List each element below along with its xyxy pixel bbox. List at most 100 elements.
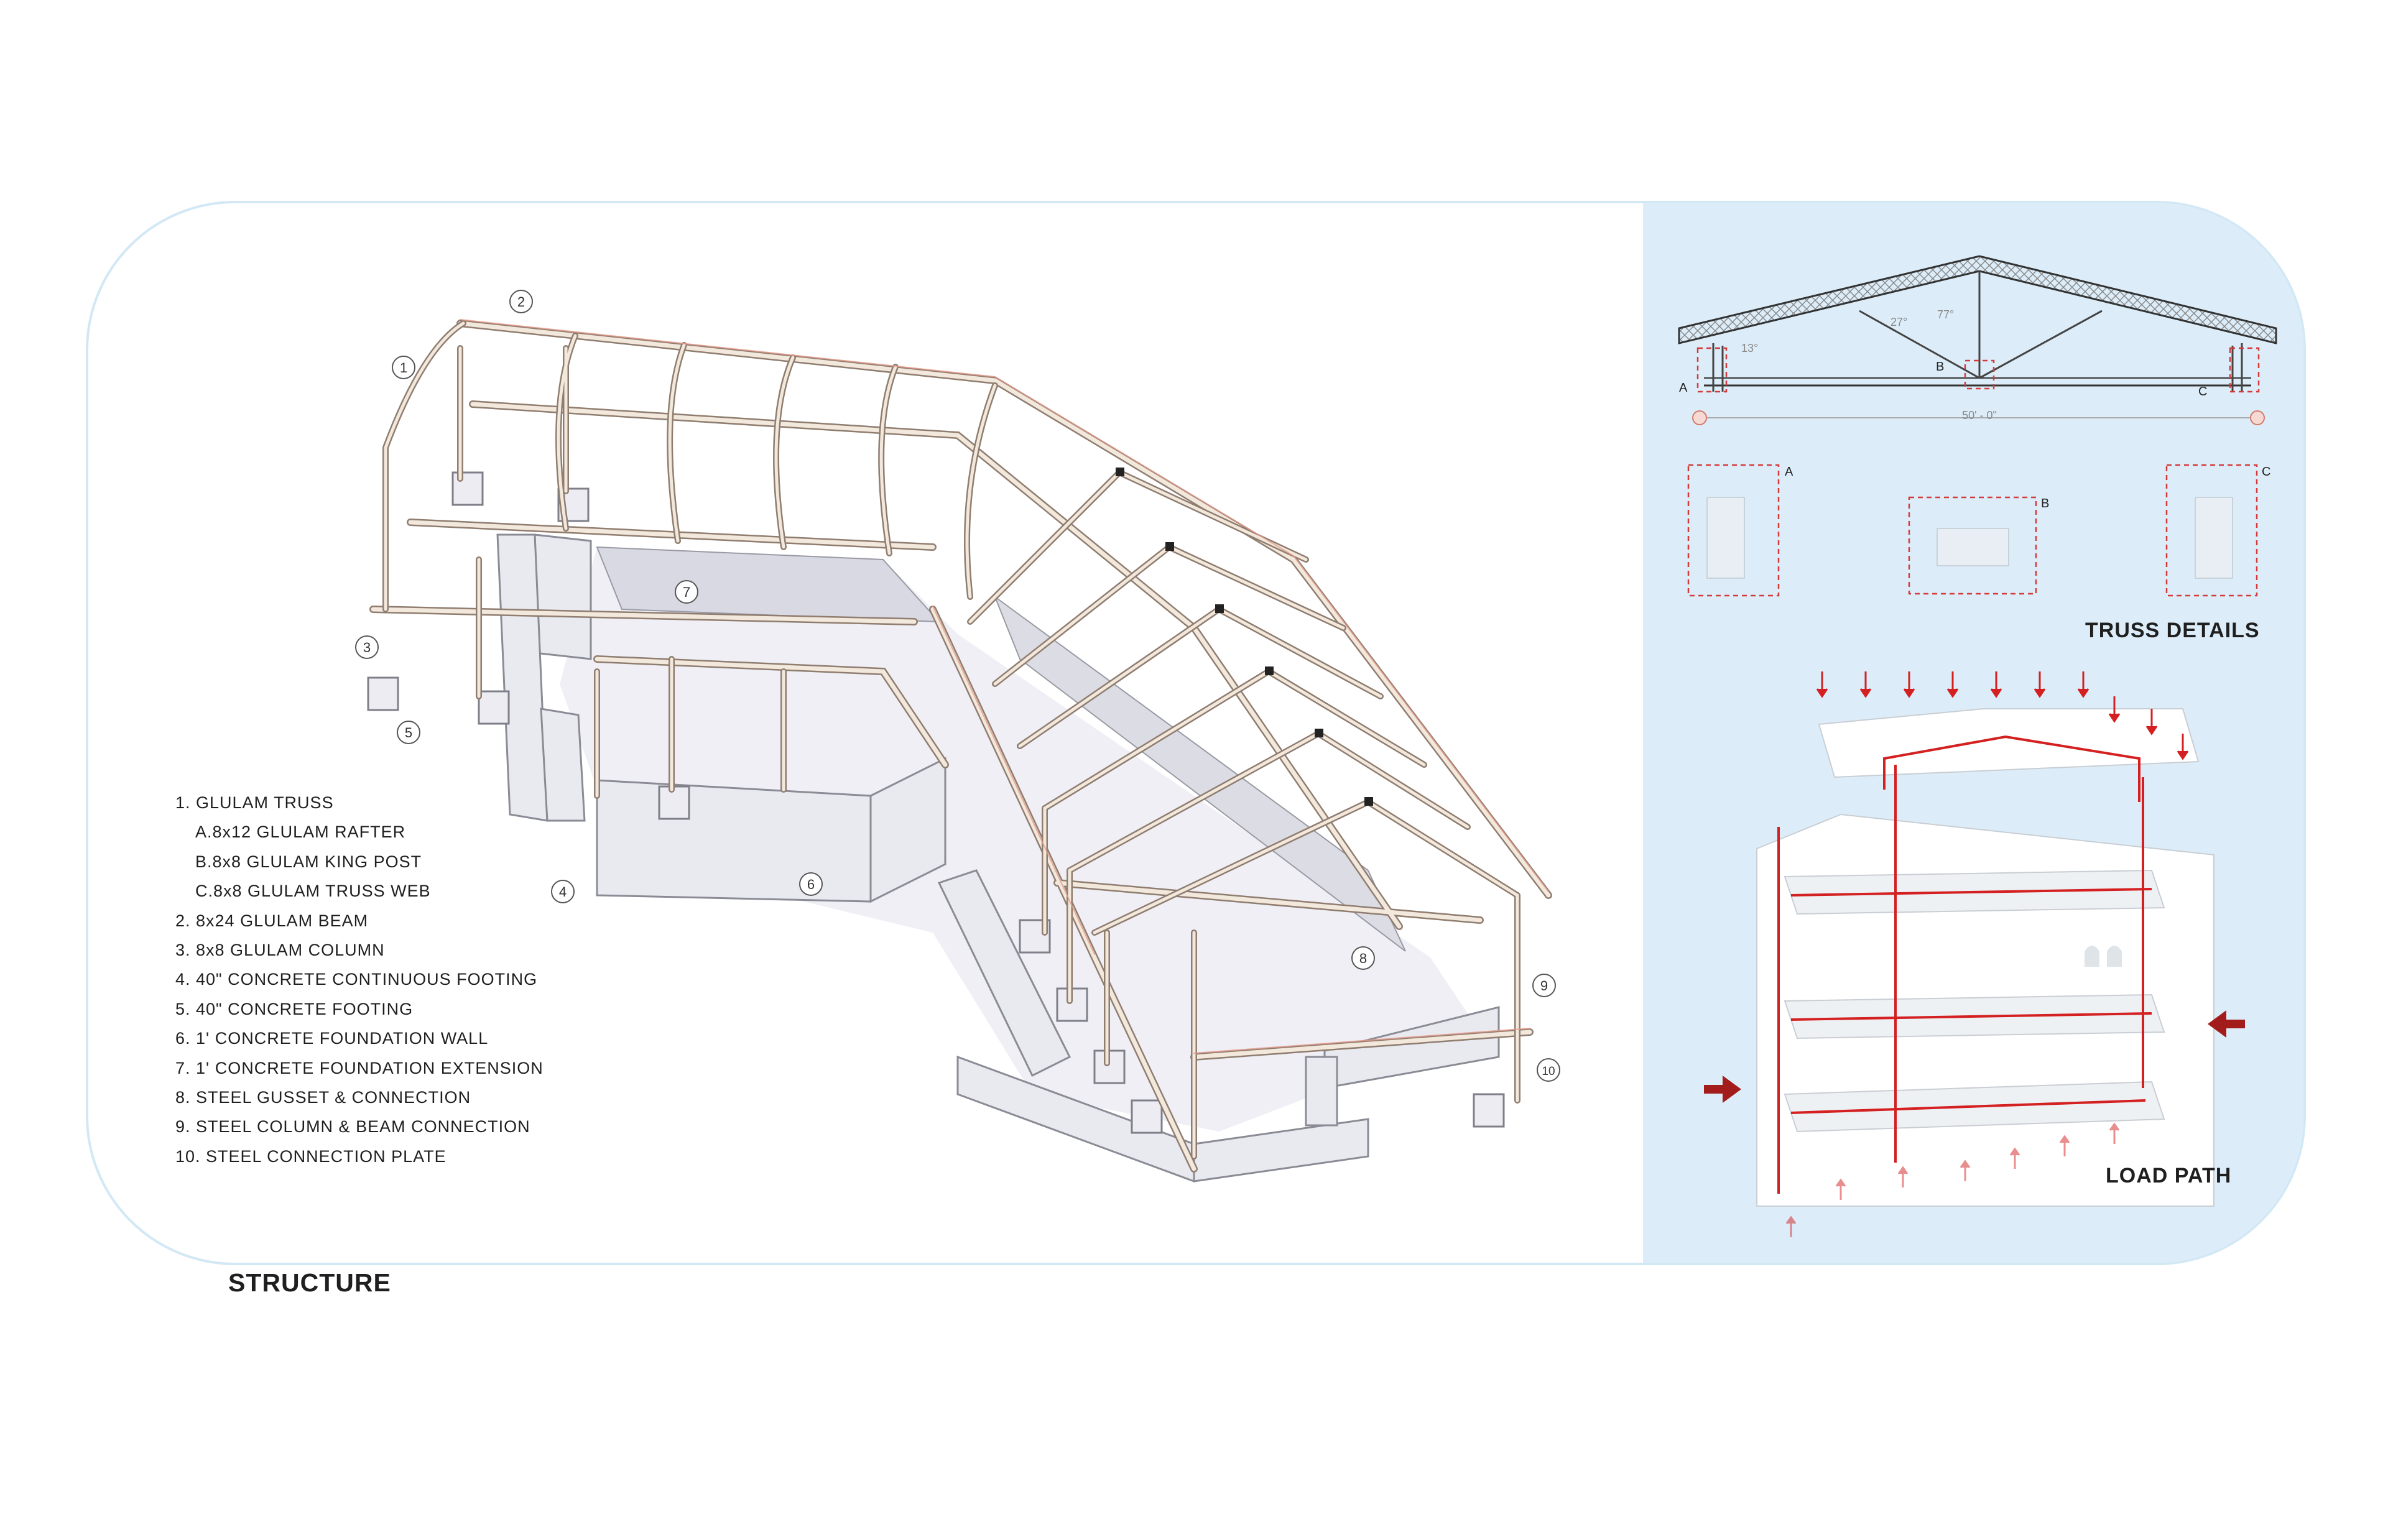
callout-label: 10 — [1542, 1065, 1555, 1078]
callout-label: 5 — [405, 725, 412, 740]
steel-gusset — [1265, 666, 1274, 675]
detail-a-frame — [1687, 464, 1780, 597]
foundation-wall — [596, 779, 872, 903]
callout-label: 6 — [807, 877, 815, 892]
load-path-diagram — [1704, 671, 2245, 1237]
detail-label: C — [2262, 465, 2270, 479]
glulam-truss — [967, 468, 1309, 625]
callout-3 — [355, 635, 379, 659]
legend-item: 3. 8x8 GLULAM COLUMN — [175, 940, 385, 959]
callout-label: 3 — [363, 640, 371, 655]
legend-item: 4. 40" CONCRETE CONTINUOUS FOOTING — [175, 970, 538, 989]
callout-7 — [675, 580, 698, 604]
angle-label: 77° — [1937, 308, 1954, 321]
steel-gusset — [1116, 468, 1124, 476]
detail-label: A — [1785, 465, 1793, 479]
callout-10 — [1537, 1058, 1560, 1082]
load-line — [1883, 735, 2140, 802]
detail-marker-c — [2229, 347, 2260, 393]
detail-label: B — [2041, 497, 2049, 510]
reaction-arrow — [1897, 1166, 1909, 1187]
detail-a-fitting — [1706, 497, 1745, 579]
slab-shadow — [560, 547, 1480, 1132]
detail-b-frame — [1908, 496, 2037, 595]
legend-item: 2. 8x24 GLULAM BEAM — [175, 911, 369, 930]
callout-8 — [1351, 946, 1375, 970]
reaction-arrow — [2009, 1147, 2020, 1169]
callout-label: 7 — [683, 584, 690, 600]
steel-gusset — [1364, 797, 1373, 806]
callout-9 — [1532, 974, 1556, 997]
truss-point-label: C — [2198, 385, 2207, 399]
callout-1 — [392, 356, 415, 379]
foundation-floor — [993, 595, 1406, 952]
load-line — [1790, 1012, 2152, 1021]
section-title: STRUCTURE — [228, 1268, 391, 1297]
detail-marker-a — [1696, 347, 1728, 393]
callout-label: 4 — [559, 884, 567, 900]
structure-legend: 1. GLULAM TRUSS A.8x12 GLULAM RAFTER B.8… — [175, 788, 544, 1171]
footing — [367, 676, 399, 711]
foundation-wall — [937, 869, 1071, 1077]
callouts — [355, 290, 1560, 1082]
arched-window — [2085, 946, 2099, 967]
detail-marker-b — [1964, 359, 1995, 390]
steel-gusset — [1165, 542, 1174, 551]
callout-label: 2 — [517, 294, 525, 310]
legend-item: C.8x8 GLULAM TRUSS WEB — [195, 882, 431, 901]
legend-item: A.8x12 GLULAM RAFTER — [195, 823, 406, 842]
load-arrow — [1903, 671, 1915, 698]
grid-bubble — [2250, 410, 2265, 425]
callout-5 — [397, 721, 420, 744]
roof-section — [1818, 708, 2200, 778]
footing — [1131, 1099, 1163, 1134]
load-arrow — [2108, 696, 2121, 723]
footing — [478, 690, 510, 725]
load-line — [1790, 888, 2152, 897]
load-arrow — [2145, 709, 2158, 735]
foundation-wall — [540, 708, 586, 822]
callout-4 — [551, 880, 575, 903]
footing — [1093, 1049, 1126, 1084]
load-arrow — [1990, 671, 2002, 698]
reaction-arrow — [1785, 1215, 1797, 1237]
foundation-wall — [534, 533, 592, 660]
legend-item: 5. 40" CONCRETE FOOTING — [175, 999, 414, 1018]
legend-item: B.8x8 GLULAM KING POST — [195, 852, 422, 871]
detail-b-fitting — [1937, 528, 2009, 566]
truss-top-chord — [1678, 255, 2277, 344]
foundation-wall — [869, 757, 946, 903]
foundation-floor — [596, 546, 941, 623]
truss-details-heading: TRUSS DETAILS — [2085, 619, 2260, 642]
callout-6 — [799, 872, 823, 896]
load-arrow — [2177, 734, 2189, 760]
foundation-walls — [496, 533, 1500, 1183]
legend-item: 7. 1' CONCRETE FOUNDATION EXTENSION — [175, 1058, 544, 1077]
callout-label: 1 — [400, 360, 407, 376]
angle-label: 27° — [1890, 316, 1907, 328]
load-arrow — [2077, 671, 2090, 698]
reaction-arrow — [1960, 1160, 1971, 1181]
footing — [1473, 1093, 1505, 1128]
legend-item: 9. STEEL COLUMN & BEAM CONNECTION — [175, 1117, 530, 1137]
detail-c-frame — [2165, 464, 2258, 597]
truss-point-label: A — [1679, 381, 1688, 395]
grid-bubble — [1692, 410, 1707, 425]
load-path-heading: LOAD PATH — [2106, 1164, 2232, 1187]
legend-item: 1. GLULAM TRUSS — [175, 793, 334, 812]
lateral-load-arrow — [2208, 1010, 2245, 1038]
callout-2 — [509, 290, 533, 313]
truss-web — [1979, 310, 2103, 379]
angle-label: 13° — [1741, 342, 1758, 354]
load-arrow — [1816, 671, 1828, 698]
load-arrow — [2034, 671, 2046, 698]
steel-gusset — [1315, 729, 1323, 737]
reaction-arrow — [1835, 1178, 1846, 1200]
arched-window — [2107, 946, 2122, 967]
lateral-load-arrow — [1704, 1076, 1741, 1103]
reaction-arrow — [2059, 1135, 2070, 1156]
legend-item: 6. 1' CONCRETE FOUNDATION WALL — [175, 1029, 489, 1048]
truss-elevation: 50' - 0" 27° 77° 13° A B C — [1678, 255, 2277, 425]
truss-point-label: B — [1936, 360, 1944, 374]
